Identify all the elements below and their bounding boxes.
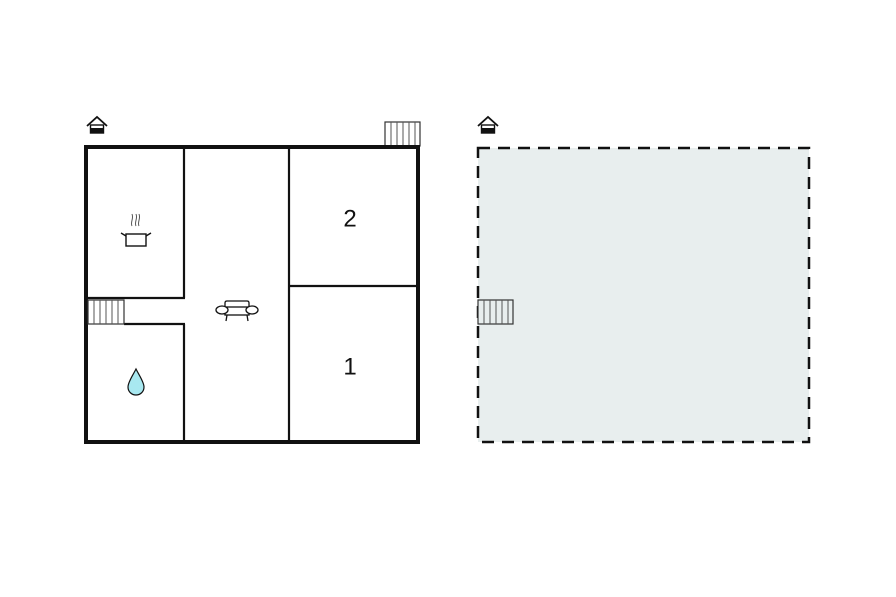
upper-floor-outline: [476, 146, 811, 444]
upper-floor-plan: [476, 115, 811, 444]
house-entrance-icon: [477, 115, 499, 134]
ground-floor-plan: 2 1: [84, 115, 421, 444]
cooking-pot-icon: [120, 213, 152, 247]
stairs-upper-icon: [477, 299, 514, 325]
outer-wall: [84, 145, 420, 444]
stairs-left-icon: [87, 299, 125, 325]
water-drop-icon: [127, 367, 145, 396]
bedroom-1-label: 1: [343, 353, 356, 380]
sofa-icon: [215, 300, 259, 322]
stairs-top-right-icon: [384, 121, 421, 147]
bedroom-2-label: 2: [343, 205, 356, 232]
interior-walls: [86, 147, 418, 442]
house-entrance-icon: [86, 115, 108, 134]
